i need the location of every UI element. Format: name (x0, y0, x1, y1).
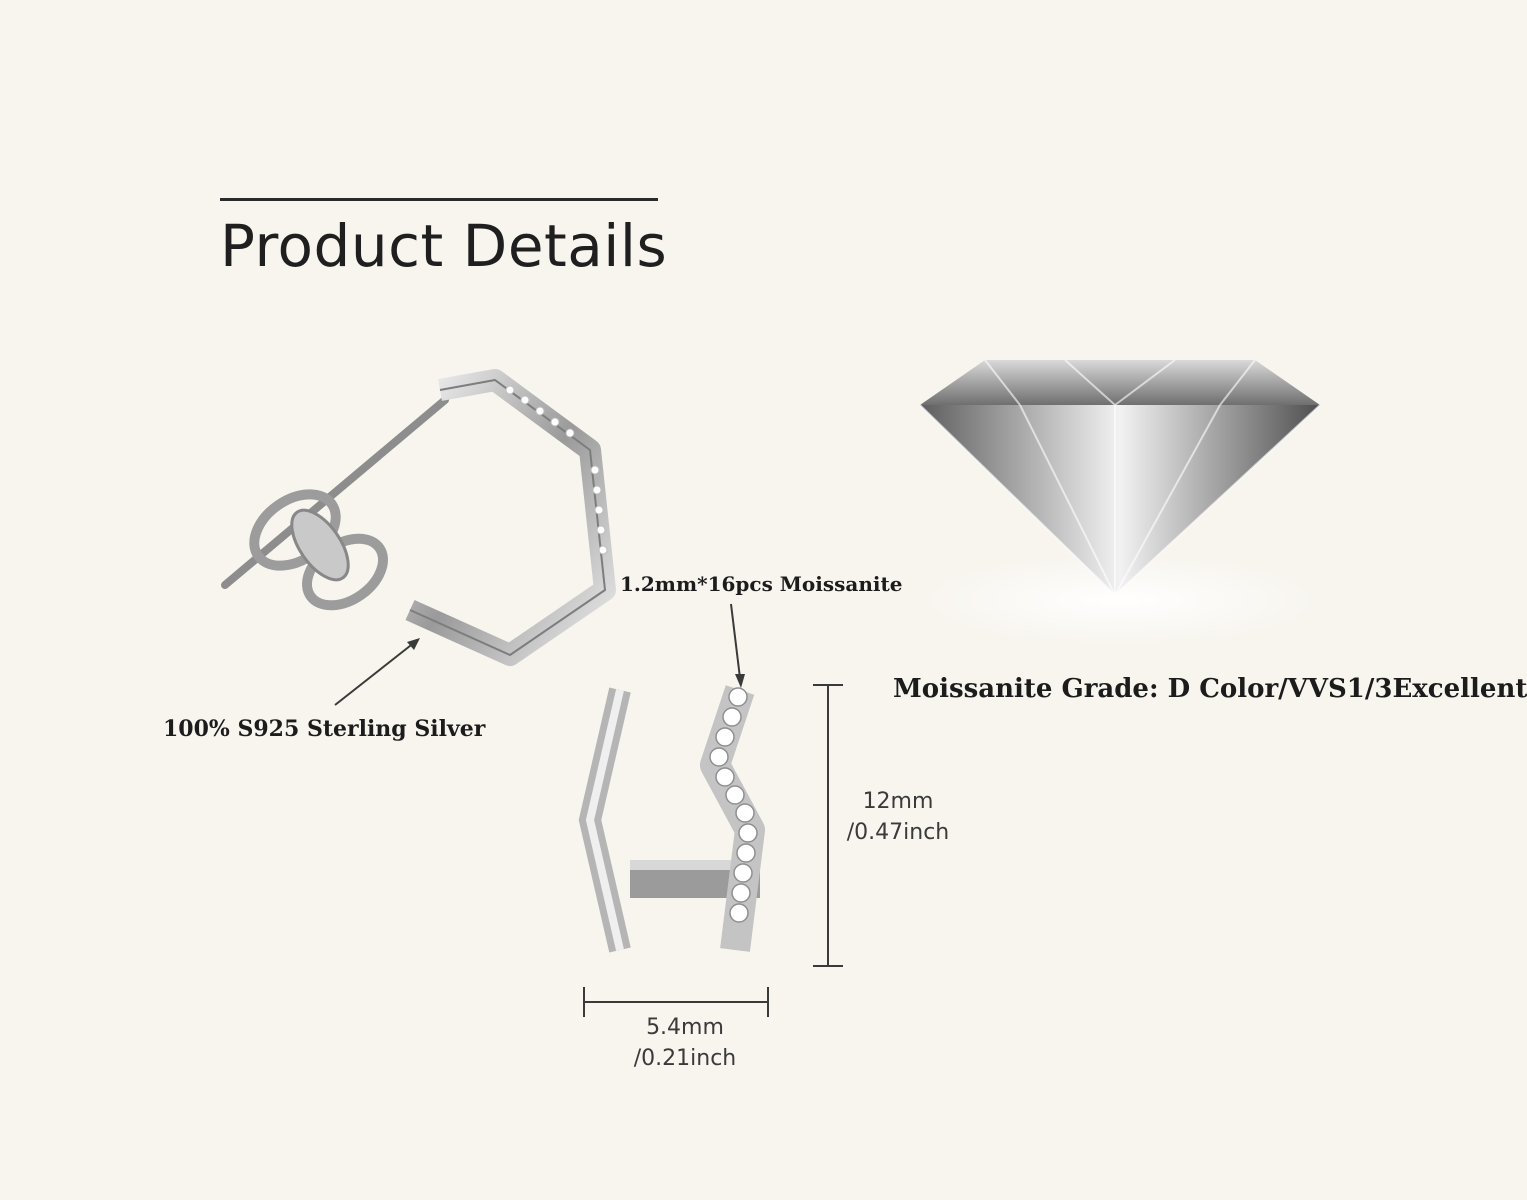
stones-label: 1.2mm*16pcs Moissanite (620, 572, 903, 596)
material-arrow (334, 638, 420, 706)
height-label: 12mm /0.47inch (843, 786, 953, 848)
height-mm: 12mm (862, 789, 934, 814)
earring-side-view-image (221, 369, 616, 666)
width-inch: /0.21inch (633, 1046, 737, 1071)
title-rule (220, 198, 658, 201)
stones-arrow (730, 603, 745, 688)
width-label: 5.4mm /0.21inch (620, 1012, 750, 1074)
height-dimension-line (813, 684, 843, 967)
height-inch: /0.47inch (846, 820, 950, 845)
grade-label: Moissanite Grade: D Color/VVS1/3Excellen… (893, 674, 1527, 704)
width-mm: 5.4mm (646, 1015, 724, 1040)
moissanite-gem-image (919, 359, 1321, 645)
material-label: 100% S925 Sterling Silver (163, 716, 486, 742)
earring-front-view-image (578, 685, 765, 953)
width-dimension-line (583, 987, 769, 1017)
page-title: Product Details (220, 212, 668, 280)
